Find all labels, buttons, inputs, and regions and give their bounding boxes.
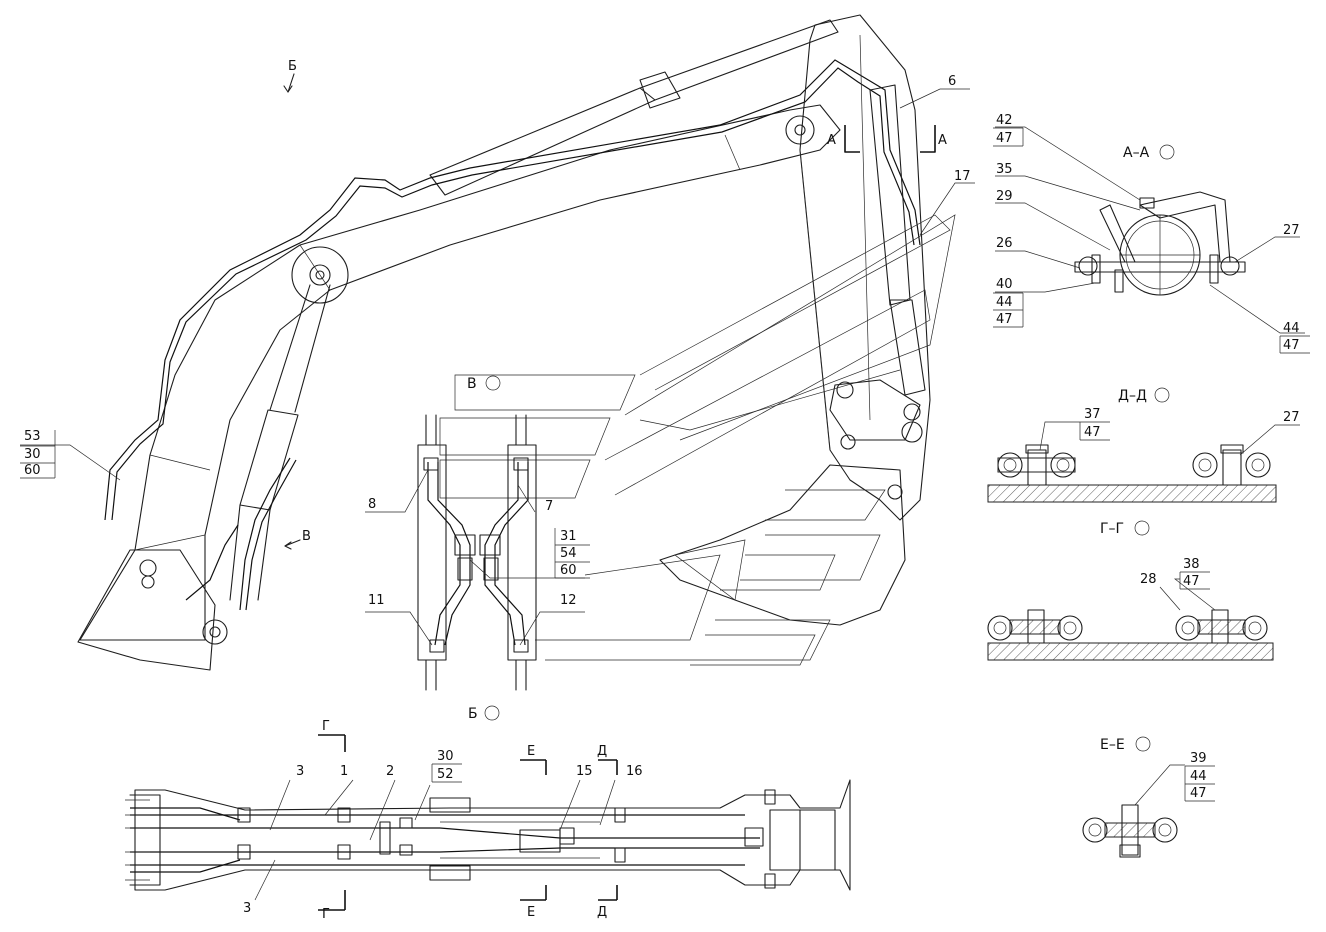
callout-52: 52 [437,767,454,782]
title-view-v: В [467,376,477,392]
callout-2: 2 [386,764,394,779]
callout-30: 30 [24,447,41,462]
callout-27a: 27 [1283,223,1300,238]
callout-47e: 47 [1183,574,1200,589]
section-gg [987,609,1274,661]
callout-11: 11 [368,593,385,608]
view-v-hose-detail [417,414,537,691]
callout-44c: 44 [1190,769,1207,784]
callout-15: 15 [576,764,593,779]
callout-40: 40 [996,277,1013,292]
title-section-gg: Г–Г [1100,521,1124,537]
section-markers-top-view [318,734,618,911]
callout-29: 29 [996,189,1013,204]
callout-3-bottom: 3 [243,901,251,916]
label-section-g-top: Г [322,719,330,734]
callout-47d: 47 [1084,425,1101,440]
callout-3-top: 3 [296,764,304,779]
title-section-dd: Д–Д [1118,388,1147,404]
callout-1: 1 [340,764,348,779]
callout-6: 6 [948,74,956,89]
bucket-outline [659,464,906,626]
label-view-b-arrow: Б [288,59,297,74]
leader-lines [20,88,1305,901]
view-b-top [125,779,851,891]
callout-39: 39 [1190,751,1207,766]
callout-54: 54 [560,546,577,561]
callout-35: 35 [996,162,1013,177]
callout-37: 37 [1084,407,1101,422]
callout-53: 53 [24,429,41,444]
title-section-aa: А–А [1123,145,1150,161]
arm-side-view [799,14,931,521]
chevron-guide-lines [439,214,956,666]
section-aa [1074,191,1246,296]
callout-38: 38 [1183,557,1200,572]
callout-12: 12 [560,593,577,608]
title-view-b: Б [468,706,478,722]
callout-27b: 27 [1283,410,1300,425]
callout-44b: 44 [1283,321,1300,336]
label-section-a-left: А [827,133,836,148]
callout-8: 8 [368,497,376,512]
label-section-e-top: Е [527,744,535,759]
callout-47a: 47 [996,131,1013,146]
callout-26: 26 [996,236,1013,251]
callout-16: 16 [626,764,643,779]
callout-47f: 47 [1190,786,1207,801]
callout-44a: 44 [996,295,1013,310]
section-a-markers [844,125,936,153]
boom-cylinder [229,246,349,601]
callout-17: 17 [954,169,971,184]
callout-28: 28 [1140,572,1157,587]
arm-cylinder [429,19,839,196]
callout-42: 42 [996,113,1013,128]
label-section-e-bottom: Е [527,905,535,920]
callout-47b: 47 [996,312,1013,327]
section-dd [987,444,1277,503]
label-section-a-right: А [938,133,947,148]
title-section-ee: Е–Е [1100,737,1125,753]
label-view-v-arrow: В [302,529,311,544]
boom-side-view [77,19,921,671]
label-section-d-bottom: Д [597,905,607,920]
callout-60: 60 [24,463,41,478]
callout-30b: 30 [437,749,454,764]
view-arrows [283,73,301,550]
callout-7: 7 [545,499,553,514]
callout-47c: 47 [1283,338,1300,353]
label-section-d-top: Д [597,744,607,759]
callout-31: 31 [560,529,577,544]
callout-labels: Б В А А 53 30 60 6 17 8 7 31 54 60 11 12… [20,59,1310,922]
section-ee [1082,804,1178,858]
label-section-g-bottom: Г [322,907,330,922]
callout-60b: 60 [560,563,577,578]
